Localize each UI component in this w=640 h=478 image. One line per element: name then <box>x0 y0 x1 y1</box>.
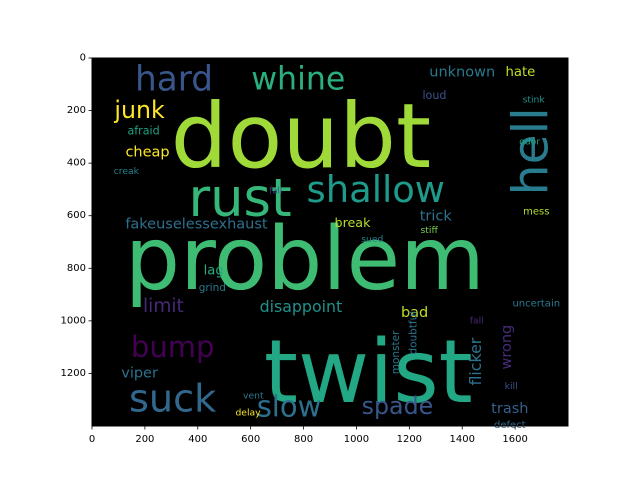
plot-frame <box>91 57 569 427</box>
word-vent: vent <box>243 390 264 401</box>
y-tick-label: 200 <box>67 105 86 116</box>
word-suck: suck <box>129 378 216 422</box>
x-axis: 0 200 400 600 800 1000 1200 1400 1600 <box>89 426 528 445</box>
word-hard: hard <box>135 60 213 100</box>
word-junk: junk <box>113 96 165 124</box>
y-axis: 0 200 400 600 800 1000 1200 <box>61 53 92 379</box>
word-doubt: doubt <box>171 85 431 189</box>
y-tick-label: 400 <box>67 158 86 169</box>
x-tick-label: 0 <box>89 434 95 445</box>
word-stink: stink <box>523 95 546 106</box>
y-tick-label: 600 <box>67 210 86 221</box>
word-fakeuselessexhaust: fakeuselessexhaust <box>125 216 268 232</box>
y-tick-label: 1200 <box>61 368 86 379</box>
word-monster: monster <box>390 330 402 374</box>
word-odor: odor <box>519 137 540 148</box>
word-wrong: wrong <box>499 325 515 370</box>
y-tick-label: 1000 <box>61 315 86 326</box>
word-flicker: flicker <box>466 337 485 385</box>
word-cheap: cheap <box>125 145 169 161</box>
word-unknown: unknown <box>429 64 495 80</box>
word-trash: trash <box>491 401 528 417</box>
word-cloud: doubt problem twist rust hell shallow hard whin… <box>113 60 560 431</box>
word-fall: fall <box>269 186 282 196</box>
word-bad: bad <box>401 305 428 321</box>
word-limit: limit <box>143 296 184 317</box>
x-tick-label: 1600 <box>502 434 527 445</box>
word-whine: whine <box>251 62 345 98</box>
word-kill: kill <box>505 381 518 392</box>
word-mess: mess <box>523 206 549 217</box>
y-tick-label: 800 <box>67 263 86 274</box>
x-tick-label: 800 <box>294 434 313 445</box>
word-defect: defect <box>494 420 526 431</box>
word-lag: lag <box>204 263 224 278</box>
word-bump: bump <box>131 330 214 364</box>
word-shallow: shallow <box>307 168 445 211</box>
word-grind: grind <box>199 282 226 294</box>
word-uncertain: uncertain <box>512 298 560 309</box>
word-sued: sued <box>361 234 383 245</box>
x-tick-label: 1200 <box>397 434 422 445</box>
word-spade: spade <box>362 392 434 420</box>
word-loud: loud <box>422 89 446 102</box>
word-doubtful: doubtful <box>407 311 419 355</box>
word-creak: creak <box>114 166 140 177</box>
word-twist: twist <box>264 321 473 423</box>
x-tick-label: 400 <box>188 434 207 445</box>
x-tick-label: 1000 <box>344 434 369 445</box>
y-tick-label: 0 <box>80 53 86 64</box>
word-rust: rust <box>189 168 292 229</box>
word-problem: problem <box>125 208 485 310</box>
word-trick: trick <box>420 209 453 225</box>
word-break: break <box>335 215 372 230</box>
word-afraid: afraid <box>127 125 159 138</box>
word-hell: hell <box>502 107 559 195</box>
plot-area <box>92 58 568 426</box>
word-fall: fall <box>470 315 484 326</box>
word-viper: viper <box>121 365 158 381</box>
word-hate: hate <box>506 65 536 80</box>
x-tick-label: 200 <box>135 434 154 445</box>
word-delay: delay <box>235 407 261 418</box>
word-slow: slow <box>257 389 322 423</box>
x-tick-label: 1400 <box>449 434 474 445</box>
word-disappoint: disappoint <box>260 297 343 316</box>
x-tick-label: 600 <box>241 434 260 445</box>
word-stiff: stiff <box>421 225 439 236</box>
